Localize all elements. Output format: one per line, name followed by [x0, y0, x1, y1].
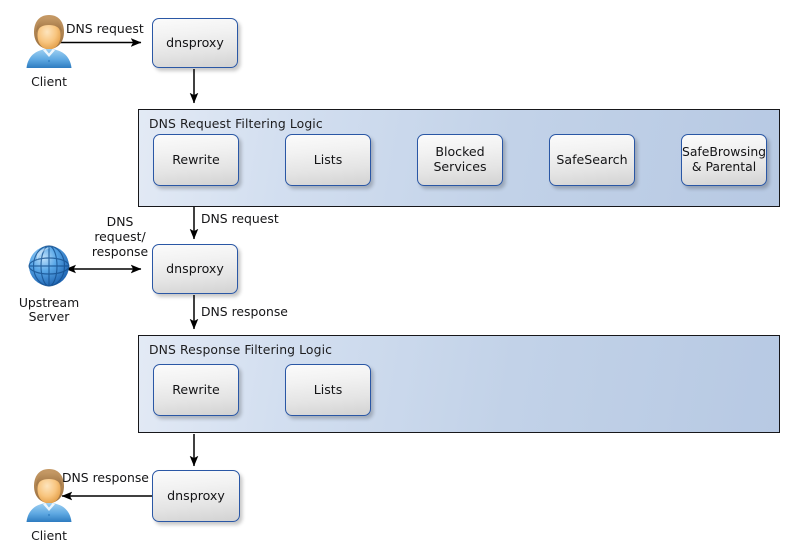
stage-rewrite-response[interactable]: Rewrite: [153, 364, 239, 416]
actor-label: Client: [31, 74, 67, 89]
person-icon: [26, 469, 72, 522]
stage-lists-request[interactable]: Lists: [285, 134, 371, 186]
actor-upstream-server: Upstream Server: [12, 241, 86, 325]
globe-icon: [28, 245, 70, 287]
stage-safebrowsing-parental[interactable]: SafeBrowsing & Parental: [681, 134, 767, 186]
node-dnsproxy-bottom[interactable]: dnsproxy: [152, 470, 240, 522]
edge-label-dnsproxy-to-client: DNS response: [62, 470, 149, 485]
edge-label-upstream-exchange: DNS request/ response: [91, 214, 149, 259]
stage-blocked-services[interactable]: Blocked Services: [417, 134, 503, 186]
actor-label: Upstream Server: [18, 295, 80, 325]
person-icon: [26, 15, 72, 68]
panel-response-filtering: DNS Response Filtering Logic: [138, 335, 780, 433]
node-dnsproxy-middle[interactable]: dnsproxy: [152, 244, 238, 294]
panel-title: DNS Response Filtering Logic: [149, 342, 333, 357]
actor-label: Client: [31, 528, 67, 543]
edge-label-client-to-dnsproxy: DNS request: [66, 21, 144, 36]
edge-label-dnsproxy-to-request-filtering: DNS request: [201, 211, 279, 226]
stage-lists-response[interactable]: Lists: [285, 364, 371, 416]
stage-safesearch[interactable]: SafeSearch: [549, 134, 635, 186]
stage-rewrite-request[interactable]: Rewrite: [153, 134, 239, 186]
actor-client-bottom: Client: [14, 466, 84, 543]
edge-label-dnsproxy-to-response-filtering: DNS response: [201, 304, 288, 319]
panel-title: DNS Request Filtering Logic: [149, 116, 323, 131]
node-dnsproxy-top[interactable]: dnsproxy: [152, 18, 238, 68]
actor-client-top: Client: [14, 12, 84, 89]
